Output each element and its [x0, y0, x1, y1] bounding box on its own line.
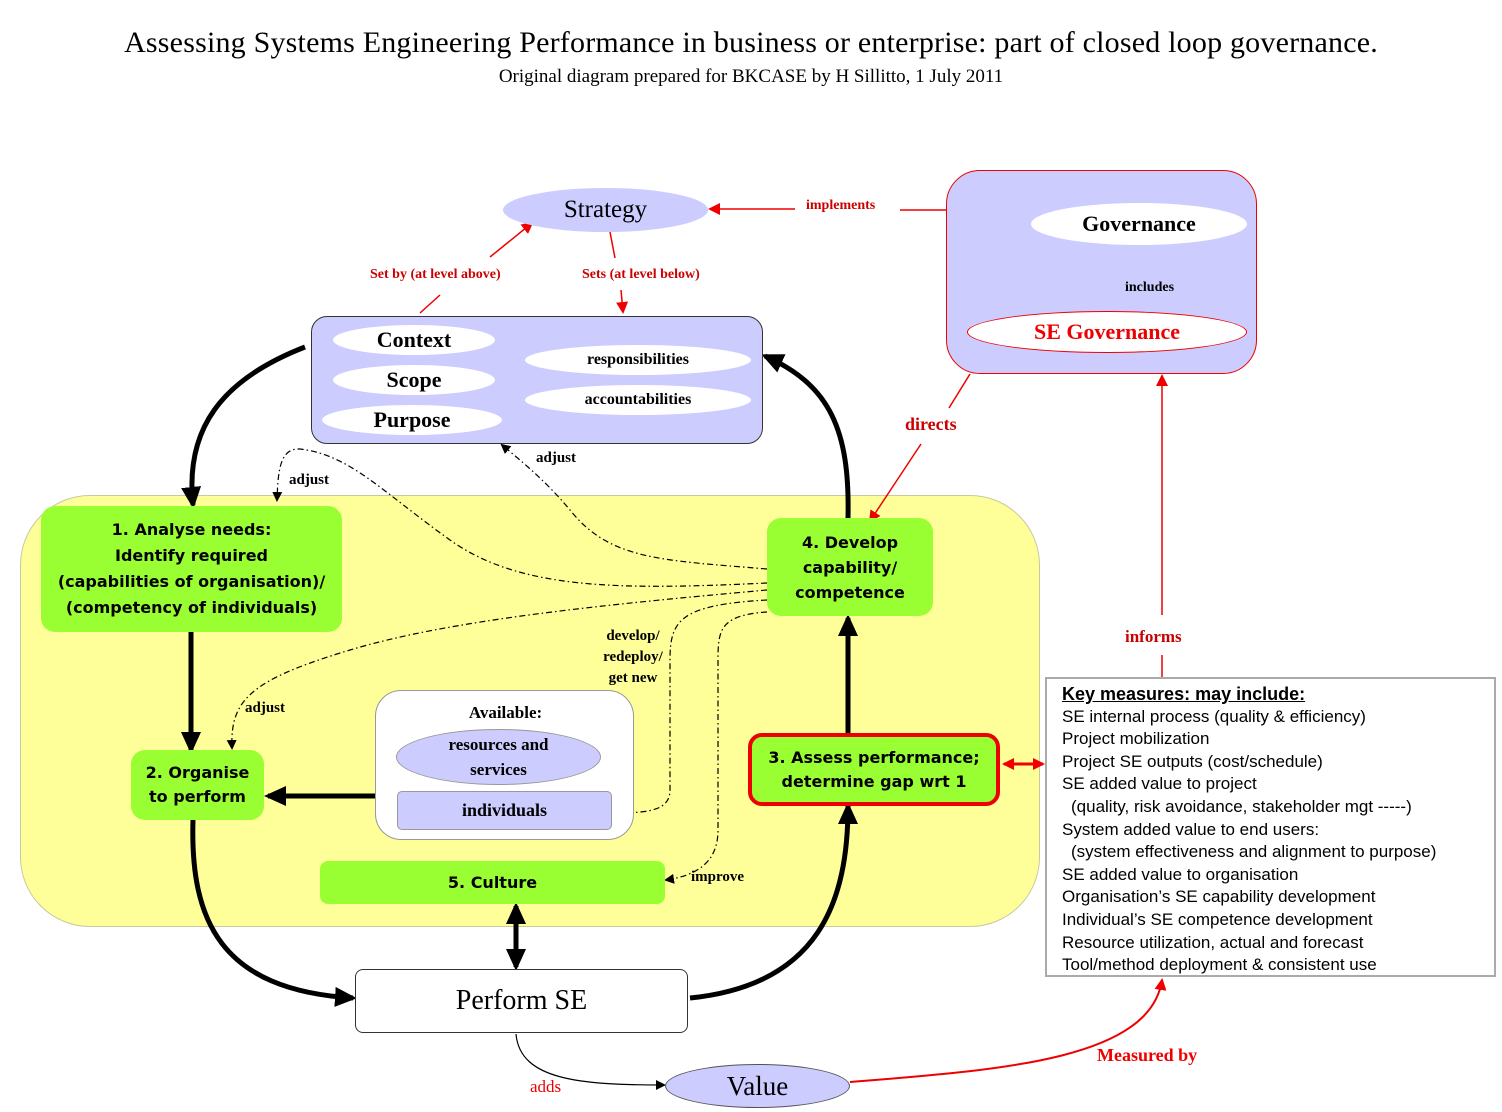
key-measure-item: Project SE outputs (cost/schedule)	[1062, 751, 1323, 771]
accountabilities-label: accountabilities	[584, 391, 692, 408]
step1-line: Identify required	[114, 546, 268, 565]
diagram-subtitle: Original diagram prepared for BKCASE by …	[498, 66, 1004, 87]
resources-ellipse: resources and services	[396, 729, 601, 785]
resources-line: services	[470, 760, 527, 779]
key-measure-item: SE added value to organisation	[1062, 864, 1299, 884]
edge-set-by-upper	[489, 221, 534, 258]
edge-adjust-step1	[272, 448, 768, 587]
perform-se-label: Perform SE	[455, 985, 588, 1016]
se-governance-ellipse: SE Governance	[967, 311, 1247, 353]
step4-develop: 4. Develop capability/ competence	[767, 518, 933, 616]
governance-ellipse: Governance	[1031, 203, 1247, 245]
label-sets: Sets (at level below)	[582, 267, 700, 282]
edge-improve-culture	[664, 611, 768, 884]
context-label: Context	[376, 327, 452, 352]
purpose-ellipse: Purpose	[322, 405, 502, 435]
edge-context-to-step1	[181, 344, 306, 509]
edge-sets-lower	[616, 289, 629, 314]
step1-line: (capabilities of organisation)/	[57, 572, 326, 591]
key-measure-item: (system effectiveness and alignment to p…	[1071, 842, 1437, 862]
step5-label: 5. Culture	[447, 873, 538, 892]
edge-adjust-context	[500, 443, 768, 570]
step4-line: competence	[795, 582, 905, 602]
se-governance-label: SE Governance	[1033, 319, 1181, 344]
individuals-box: individuals	[397, 791, 612, 830]
step1-analyse-needs: 1. Analyse needs: Identify required (cap…	[41, 506, 342, 632]
edge-step2-to-perform	[190, 819, 357, 1007]
available-title: Available:	[468, 703, 543, 722]
diagram-title: Assessing Systems Engineering Performanc…	[124, 26, 1378, 59]
purpose-label: Purpose	[373, 407, 451, 432]
edge-perform-to-step3	[689, 802, 858, 1001]
edge-adjust-step2	[226, 589, 768, 750]
key-measure-item: Project mobilization	[1062, 729, 1210, 749]
key-measure-item: Organisation’s SE capability development	[1062, 887, 1376, 907]
governance-label: Governance	[1082, 211, 1196, 236]
label-improve: improve	[691, 869, 745, 885]
edge-directs-lower	[868, 443, 922, 523]
edge-set-by-lower	[419, 294, 441, 314]
label-adjust-context: adjust	[536, 450, 577, 466]
key-measure-item: (quality, risk avoidance, stakeholder mg…	[1071, 796, 1412, 816]
key-measures-box: Key measures: may include: SE internal p…	[1045, 677, 1496, 977]
available-box: Available: resources and services indivi…	[375, 690, 634, 840]
responsibilities-label: responsibilities	[587, 351, 689, 368]
label-implements: implements	[806, 198, 876, 213]
label-develop-line: redeploy/	[603, 649, 663, 665]
key-measures-list: SE internal process (quality & efficienc…	[1062, 706, 1494, 977]
step5-culture: 5. Culture	[320, 861, 665, 904]
label-measured-by: Measured by	[1097, 1045, 1198, 1065]
step2-line: 2. Organise	[145, 763, 250, 782]
key-measure-item: Tool/method deployment & consistent use	[1062, 955, 1377, 975]
key-measure-item: Individual’s SE competence development	[1062, 909, 1373, 929]
label-adds: adds	[530, 1077, 562, 1096]
context-ellipse: Context	[333, 325, 495, 355]
edge-develop-individuals	[613, 599, 768, 818]
key-measure-item: System added value to end users:	[1062, 819, 1320, 839]
label-set-by: Set by (at level above)	[370, 267, 501, 282]
label-develop: develop/ redeploy/ get new	[596, 626, 670, 689]
step4-line: capability/	[802, 557, 898, 577]
edge-sets-upper	[609, 231, 616, 259]
step3-line: 3. Assess performance;	[768, 747, 980, 767]
label-develop-line: develop/	[606, 628, 660, 644]
individuals-label: individuals	[461, 800, 548, 820]
step3-assess: 3. Assess performance; determine gap wrt…	[748, 733, 1000, 806]
key-measure-item: Resource utilization, actual and forecas…	[1062, 932, 1364, 952]
context-box: Context Scope Purpose responsibilities a…	[311, 316, 763, 444]
step3-line: determine gap wrt 1	[781, 771, 967, 791]
label-directs: directs	[905, 414, 957, 434]
step2-line: to perform	[149, 787, 246, 806]
key-measures-heading: Key measures: may include:	[1062, 684, 1306, 704]
label-develop-line: get new	[608, 670, 658, 686]
step4-line: 4. Develop	[801, 532, 899, 552]
step2-organise: 2. Organise to perform	[131, 750, 264, 820]
step1-title: 1. Analyse needs:	[111, 520, 272, 539]
key-measure-item: SE internal process (quality & efficienc…	[1062, 706, 1366, 726]
edge-directs-upper	[948, 373, 971, 409]
edge-adds	[515, 1033, 666, 1090]
label-includes: includes	[1125, 280, 1175, 295]
accountabilities-ellipse: accountabilities	[525, 385, 751, 415]
value-label: Value	[726, 1070, 789, 1101]
edge-step4-to-context	[761, 353, 851, 519]
strategy-label: Strategy	[563, 196, 648, 223]
value-node: Value	[665, 1064, 850, 1108]
label-informs: informs	[1125, 627, 1182, 646]
responsibilities-ellipse: responsibilities	[525, 345, 751, 375]
strategy-node: Strategy	[503, 188, 708, 232]
resources-line: resources and	[448, 735, 549, 754]
key-measure-item: SE added value to project	[1062, 774, 1257, 794]
label-adjust-step2: adjust	[245, 700, 286, 716]
label-adjust-step1: adjust	[289, 472, 330, 488]
edge-measured-by	[849, 978, 1167, 1083]
governance-box: Governance includes SE Governance	[946, 170, 1257, 374]
scope-ellipse: Scope	[333, 365, 495, 395]
step1-line: (competency of individuals)	[65, 598, 318, 617]
scope-label: Scope	[386, 367, 442, 392]
perform-se-node: Perform SE	[355, 969, 688, 1033]
